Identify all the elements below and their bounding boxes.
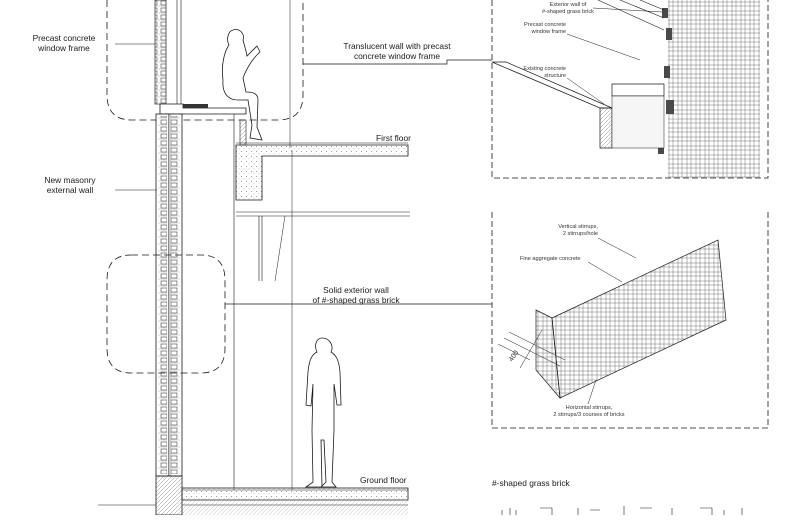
label-grass-brick-title: #-shaped grass brick [492,478,570,488]
note-exterior-wall: Exterior wall of#-shaped grass brick [542,2,594,15]
grass-brick-sketch-fragments [501,506,743,515]
standing-person-figure [304,337,342,488]
first-floor-slab [235,119,409,201]
label-ground-floor: Ground floor [360,475,407,485]
note-fine-aggregate: Fine aggregate concrete [520,256,581,262]
note-vertical-stirrups: Vertical stirrups,2 stirrups/hole [558,224,598,237]
ground-floor-slab [98,475,409,516]
detail-frame-top [491,0,769,179]
label-dimension-400: 400 [508,349,520,363]
seated-person-figure [221,29,263,141]
detail-frame-bottom [491,212,769,429]
masonry-wall [155,113,183,477]
grass-brick-wall-iso [551,239,727,399]
note-horizontal-stirrups: Horizontal stirrups,2 stirrups/3 courses… [553,405,625,418]
wall-section [98,0,492,516]
callout-upper-frame [106,0,304,121]
label-first-floor: First floor [376,133,411,143]
